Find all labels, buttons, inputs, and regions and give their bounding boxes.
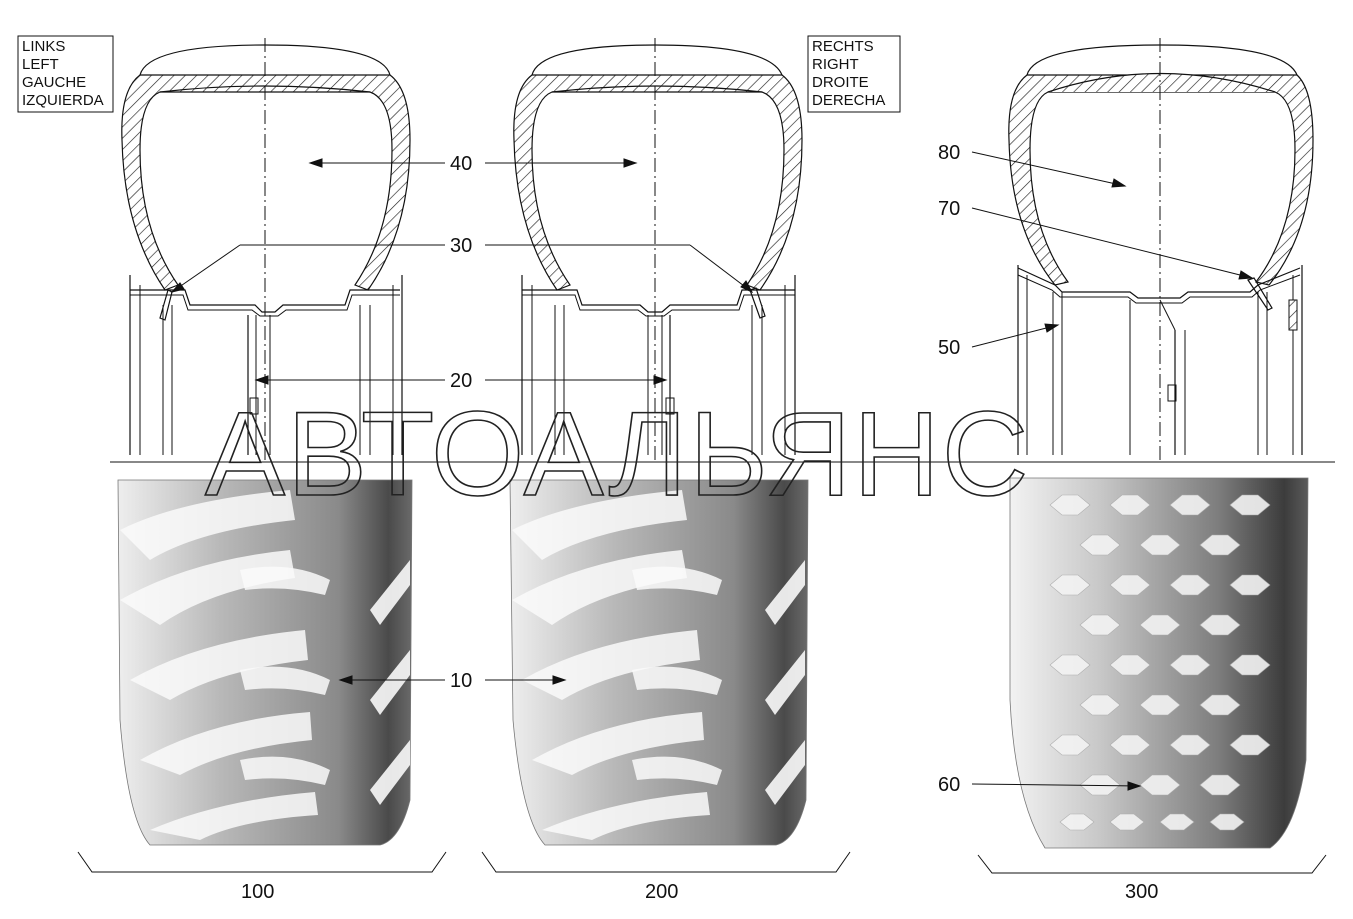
callout-40: 40 — [450, 153, 472, 175]
legend-right-line-1: RECHTS — [812, 38, 874, 55]
legend-right-line-2: RIGHT — [812, 56, 859, 73]
callout-20: 20 — [450, 370, 472, 392]
group-label-300: 300 — [1125, 881, 1158, 903]
wheel-200-section — [513, 38, 803, 460]
bracket-200 — [481, 851, 851, 873]
callout-80: 80 — [938, 142, 960, 164]
callout-10: 10 — [450, 670, 472, 692]
legend-left-line-4: IZQUIERDA — [22, 92, 104, 109]
legend-left-line-3: GAUCHE — [22, 74, 86, 91]
legend-right-line-3: DROITE — [812, 74, 869, 91]
watermark: АВТОАЛЬЯНС — [205, 387, 1030, 521]
legend-right: RECHTS RIGHT DROITE DERECHA — [807, 35, 901, 113]
bracket-100 — [77, 851, 447, 873]
group-label-100: 100 — [241, 881, 274, 903]
tread-300 — [1009, 477, 1309, 849]
callout-60: 60 — [938, 774, 960, 796]
tread-100 — [117, 479, 413, 846]
callout-70: 70 — [938, 198, 960, 220]
legend-right-line-4: DERECHA — [812, 92, 885, 109]
legend-left-line-2: LEFT — [22, 56, 59, 73]
legend-left-line-1: LINKS — [22, 38, 65, 55]
legend-left: LINKS LEFT GAUCHE IZQUIERDA — [17, 35, 114, 113]
leader-lines — [170, 151, 1254, 791]
wheel-300-section — [1008, 38, 1314, 460]
callout-30: 30 — [450, 235, 472, 257]
callout-50: 50 — [938, 337, 960, 359]
tread-200 — [509, 479, 809, 846]
bracket-300 — [977, 854, 1327, 874]
group-label-200: 200 — [645, 881, 678, 903]
wheel-100-section — [121, 38, 411, 460]
